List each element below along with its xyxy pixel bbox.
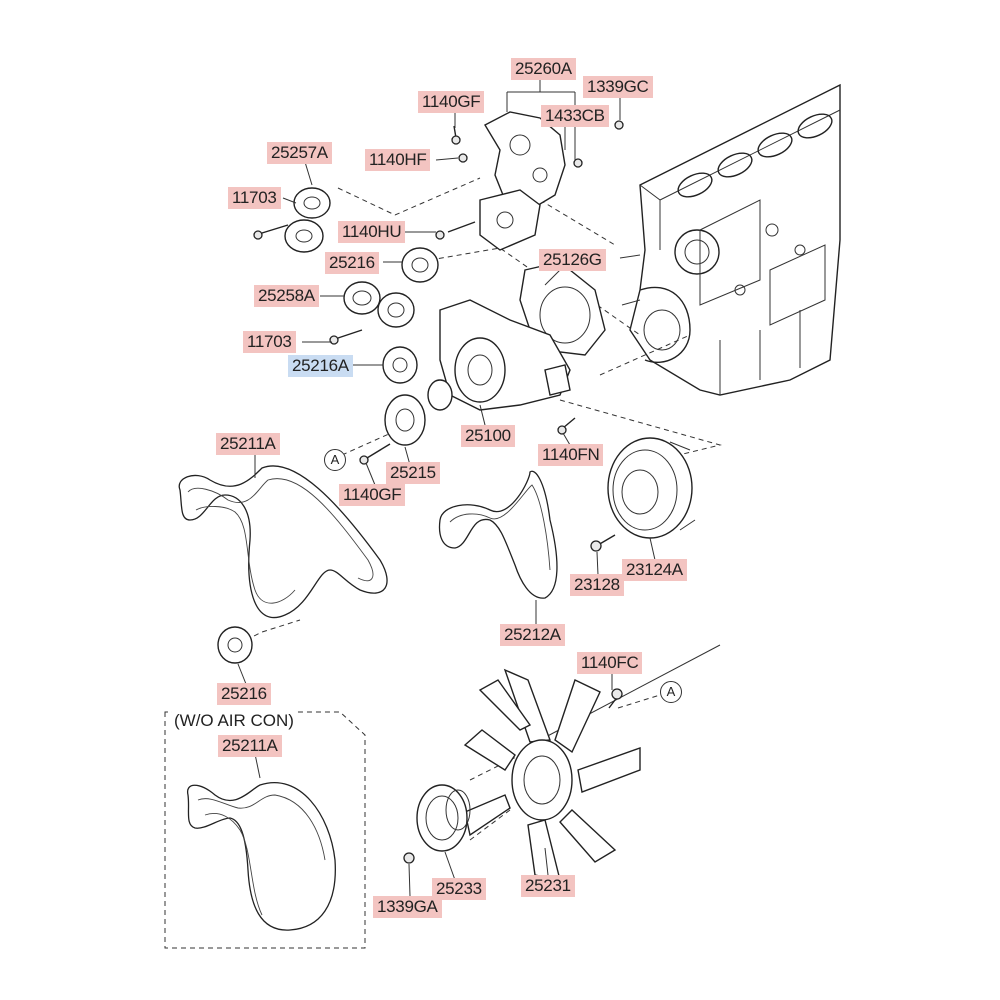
cooling-fan-25231 (463, 668, 641, 881)
part-label-1433CB: 1433CB (541, 105, 609, 127)
part-label-23128: 23128 (570, 574, 624, 596)
part-label-25215: 25215 (386, 462, 440, 484)
idler-pulley-25216-bottom (217, 626, 253, 664)
belt-25211A-bottom (187, 782, 336, 931)
variant-note: (W/O AIR CON) (172, 711, 296, 731)
part-label-25257A: 25257A (267, 142, 332, 164)
part-label-25260A: 25260A (511, 58, 576, 80)
part-label-25211A-top: 25211A (216, 433, 280, 455)
reference-circle-a-left: A (324, 449, 346, 471)
reference-circle-a-right: A (660, 681, 682, 703)
part-label-25100: 25100 (461, 425, 515, 447)
part-label-1140GF-top: 1140GF (418, 91, 485, 113)
bolts (253, 120, 624, 864)
part-label-1339GA: 1339GA (373, 896, 442, 918)
part-label-11703-mid: 11703 (243, 331, 296, 353)
part-label-11703-top: 11703 (228, 187, 281, 209)
bracket-25260A (479, 111, 566, 251)
pulley-25215 (384, 394, 426, 446)
water-pump-25100 (427, 299, 571, 411)
part-label-25231: 25231 (521, 875, 575, 897)
part-label-1140FN: 1140FN (538, 444, 604, 466)
part-label-25212A: 25212A (500, 624, 565, 646)
belt-25211A-top (178, 465, 388, 619)
part-label-25233: 25233 (432, 878, 486, 900)
part-label-1140FC: 1140FC (577, 652, 643, 674)
part-label-25126G: 25126G (539, 249, 606, 271)
belt-25212A (438, 470, 558, 599)
part-label-25211A-bottom: 25211A (218, 735, 282, 757)
idler-pulley-25257A (284, 187, 331, 253)
idler-pulley-25216-top (401, 247, 439, 283)
fan-clutch-25233 (416, 784, 471, 852)
part-label-1140HU: 1140HU (338, 221, 406, 243)
part-label-25216-bottom: 25216 (217, 683, 271, 705)
part-label-1140GF-bottom: 1140GF (339, 484, 406, 506)
part-label-25216-top: 25216 (325, 252, 379, 274)
leader-lines (237, 78, 656, 897)
part-label-25216A: 25216A (288, 355, 353, 377)
crank-pulley-23124A (607, 437, 696, 539)
part-label-25258A: 25258A (254, 285, 319, 307)
part-label-23124A: 23124A (622, 559, 687, 581)
part-label-1140HF: 1140HF (365, 149, 431, 171)
idler-pulley-25216A (382, 346, 418, 384)
engine-block (619, 83, 841, 396)
part-label-1339GC: 1339GC (583, 76, 653, 98)
tensioner-pulley-25258A (343, 281, 415, 328)
variant-box (164, 711, 366, 949)
